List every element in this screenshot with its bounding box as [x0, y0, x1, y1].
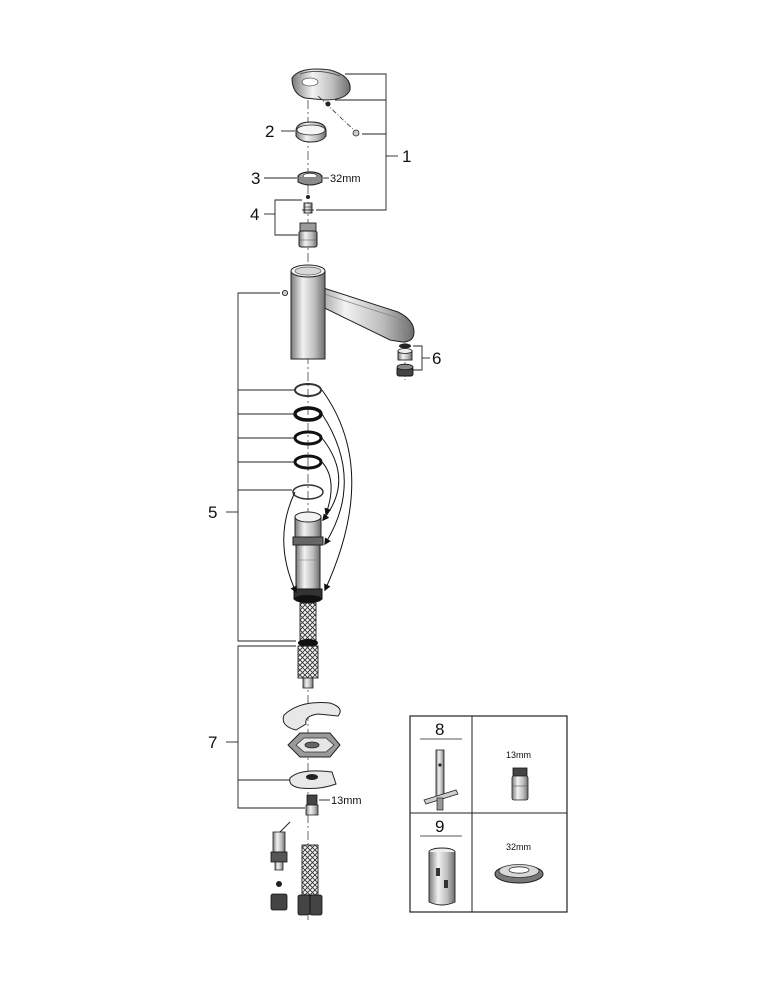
callout-3: 3	[251, 169, 260, 188]
dimension-13mm-tool: 13mm	[506, 750, 531, 760]
callout-7: 7	[208, 733, 217, 752]
faucet-body	[290, 264, 415, 360]
dimension-13mm-fitting: 13mm	[331, 795, 362, 807]
aerator-housing	[396, 363, 414, 377]
cap-plug	[352, 129, 360, 137]
spindle-extension	[303, 202, 313, 214]
o-ring-3	[293, 430, 323, 446]
body-grub-screw	[281, 289, 289, 297]
supply-hose-left	[270, 821, 291, 911]
dimension-32mm-tool: 32mm	[506, 842, 531, 852]
pull-out-hose-upper	[297, 602, 319, 689]
lever-handle	[291, 68, 351, 101]
callout-bracket-1	[316, 73, 398, 211]
cover-cap	[295, 121, 327, 143]
callout-bracket-4	[264, 199, 314, 236]
callout-6: 6	[432, 349, 441, 368]
aerator-seal	[399, 343, 411, 349]
callout-bracket-5	[226, 292, 296, 642]
thread-seal	[292, 484, 324, 500]
o-ring-1	[294, 383, 322, 397]
cartridge-sleeve-tool	[428, 847, 456, 906]
callout-bracket-7	[226, 645, 305, 809]
ring-wrench-32mm-tool	[494, 864, 544, 884]
socket-13mm-tool	[511, 767, 529, 801]
callout-9: 9	[435, 817, 444, 836]
shank-tube	[292, 511, 324, 603]
callout-bracket-6	[413, 345, 430, 371]
o-ring-2	[293, 406, 323, 422]
fixing-bracket	[289, 770, 337, 789]
callout-1: 1	[402, 147, 411, 166]
hex-key-tool	[423, 749, 459, 811]
o-ring-4	[293, 454, 323, 470]
dimension-32mm-nut: 32mm	[330, 173, 361, 185]
supply-hose-right	[297, 844, 323, 916]
callout-2: 2	[265, 122, 274, 141]
small-spring	[306, 195, 310, 199]
aerator-insert	[397, 348, 413, 361]
support-plate	[287, 732, 341, 758]
assembly-arrows	[283, 389, 353, 594]
cartridge-nut	[297, 171, 323, 186]
cartridge	[298, 222, 318, 248]
fixing-nut-13mm	[305, 794, 319, 816]
screw-axis	[317, 95, 359, 135]
callout-4: 4	[250, 205, 259, 224]
callout-5: 5	[208, 503, 217, 522]
callout-8: 8	[435, 720, 444, 739]
grub-screw	[325, 101, 331, 107]
horseshoe-washer	[282, 702, 341, 731]
